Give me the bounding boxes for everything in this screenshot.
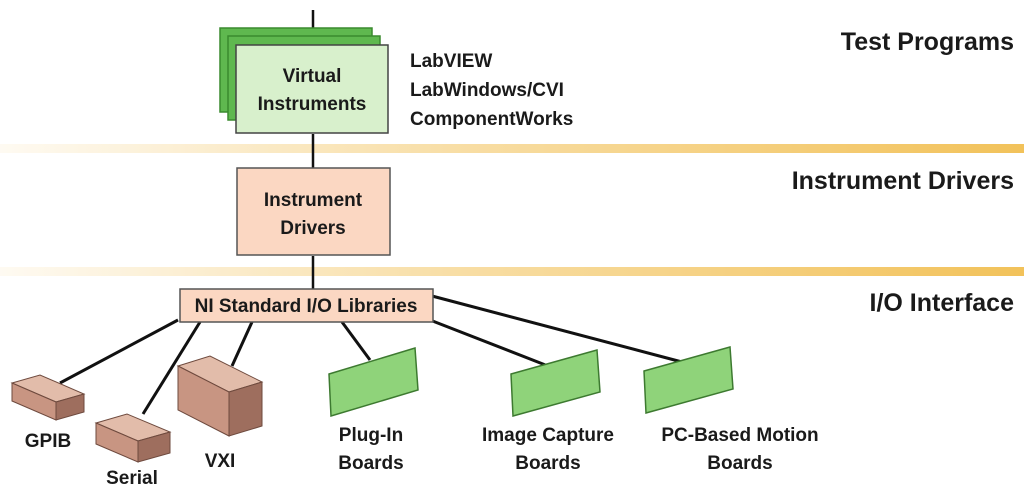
plugin-label-line1: Plug-In [339,425,403,446]
image-capture-board-icon [510,349,601,417]
motion-board-icon [643,346,734,414]
software-labwindows: LabWindows/CVI [410,80,564,101]
image-capture-label-line2: Boards [515,453,580,474]
layer-label-instrument-drivers: Instrument Drivers [792,167,1014,195]
virtual-instruments-label-line2: Instruments [258,94,367,115]
plugin-board-icon [328,347,419,417]
motion-label-line2: Boards [707,453,772,474]
virtual-instruments-label-line1: Virtual [283,66,342,87]
layer-divider-top [0,144,1024,153]
gpib-label: GPIB [25,431,71,452]
vxi-device-icon [176,355,264,437]
io-libraries-box: NI Standard I/O Libraries [179,288,434,323]
gpib-device-icon [10,374,86,421]
serial-label: Serial [106,468,158,489]
serial-device-icon [94,413,172,463]
layer-divider-bottom [0,267,1024,276]
io-libraries-label: NI Standard I/O Libraries [195,296,418,317]
instrument-drivers-label-line1: Instrument [264,190,363,211]
device-connectors [59,294,683,415]
instrument-drivers-label-line2: Drivers [280,218,346,239]
software-list: LabVIEW LabWindows/CVI ComponentWorks [410,51,573,130]
software-labview: LabVIEW [410,51,492,72]
vxi-label: VXI [205,451,236,472]
image-capture-label-line1: Image Capture [482,425,614,446]
layer-label-io-interface: I/O Interface [870,289,1015,317]
layer-label-test-programs: Test Programs [841,28,1014,56]
plugin-label-line2: Boards [338,453,403,474]
motion-label-line1: PC-Based Motion [661,425,818,446]
virtual-instruments-box: Virtual Instruments [219,27,389,134]
instrument-drivers-box: Instrument Drivers [236,167,391,256]
software-componentworks: ComponentWorks [410,109,573,130]
